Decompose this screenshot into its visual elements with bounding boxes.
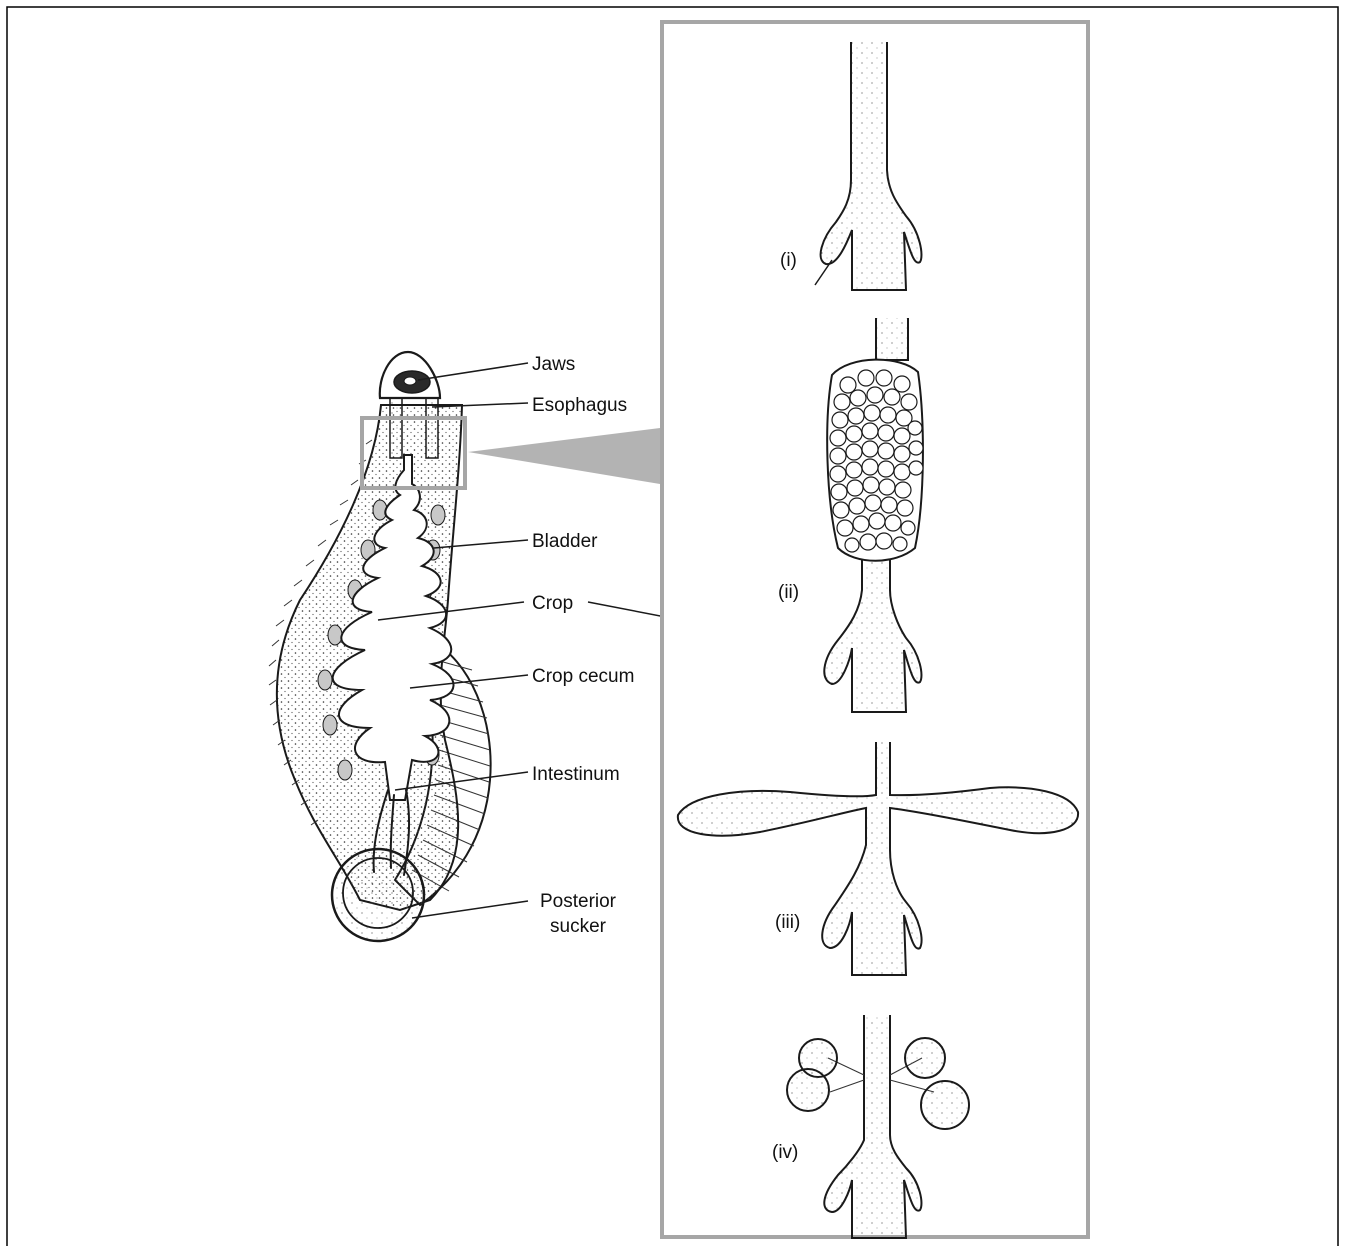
label-esophagus: Esophagus: [532, 395, 627, 416]
label-intestinum: Intestinum: [532, 764, 620, 785]
label-crop: Crop: [532, 593, 573, 614]
esophagus-tube-left: [390, 398, 402, 458]
label-bladder: Bladder: [532, 531, 598, 552]
label-posterior-sucker-line1: Posterior: [540, 891, 617, 912]
panel-iii-label: (iii): [775, 912, 800, 933]
leech-body: [269, 352, 491, 941]
label-posterior-sucker-line2: sucker: [550, 916, 607, 937]
zoom-wedge: [468, 428, 660, 484]
label-crop-cecum: Crop cecum: [532, 666, 634, 687]
label-jaws: Jaws: [532, 354, 575, 375]
panel-i-label: (i): [780, 250, 797, 271]
panel-iv-label: (iv): [772, 1142, 798, 1163]
panel-ii-label: (ii): [778, 582, 799, 603]
